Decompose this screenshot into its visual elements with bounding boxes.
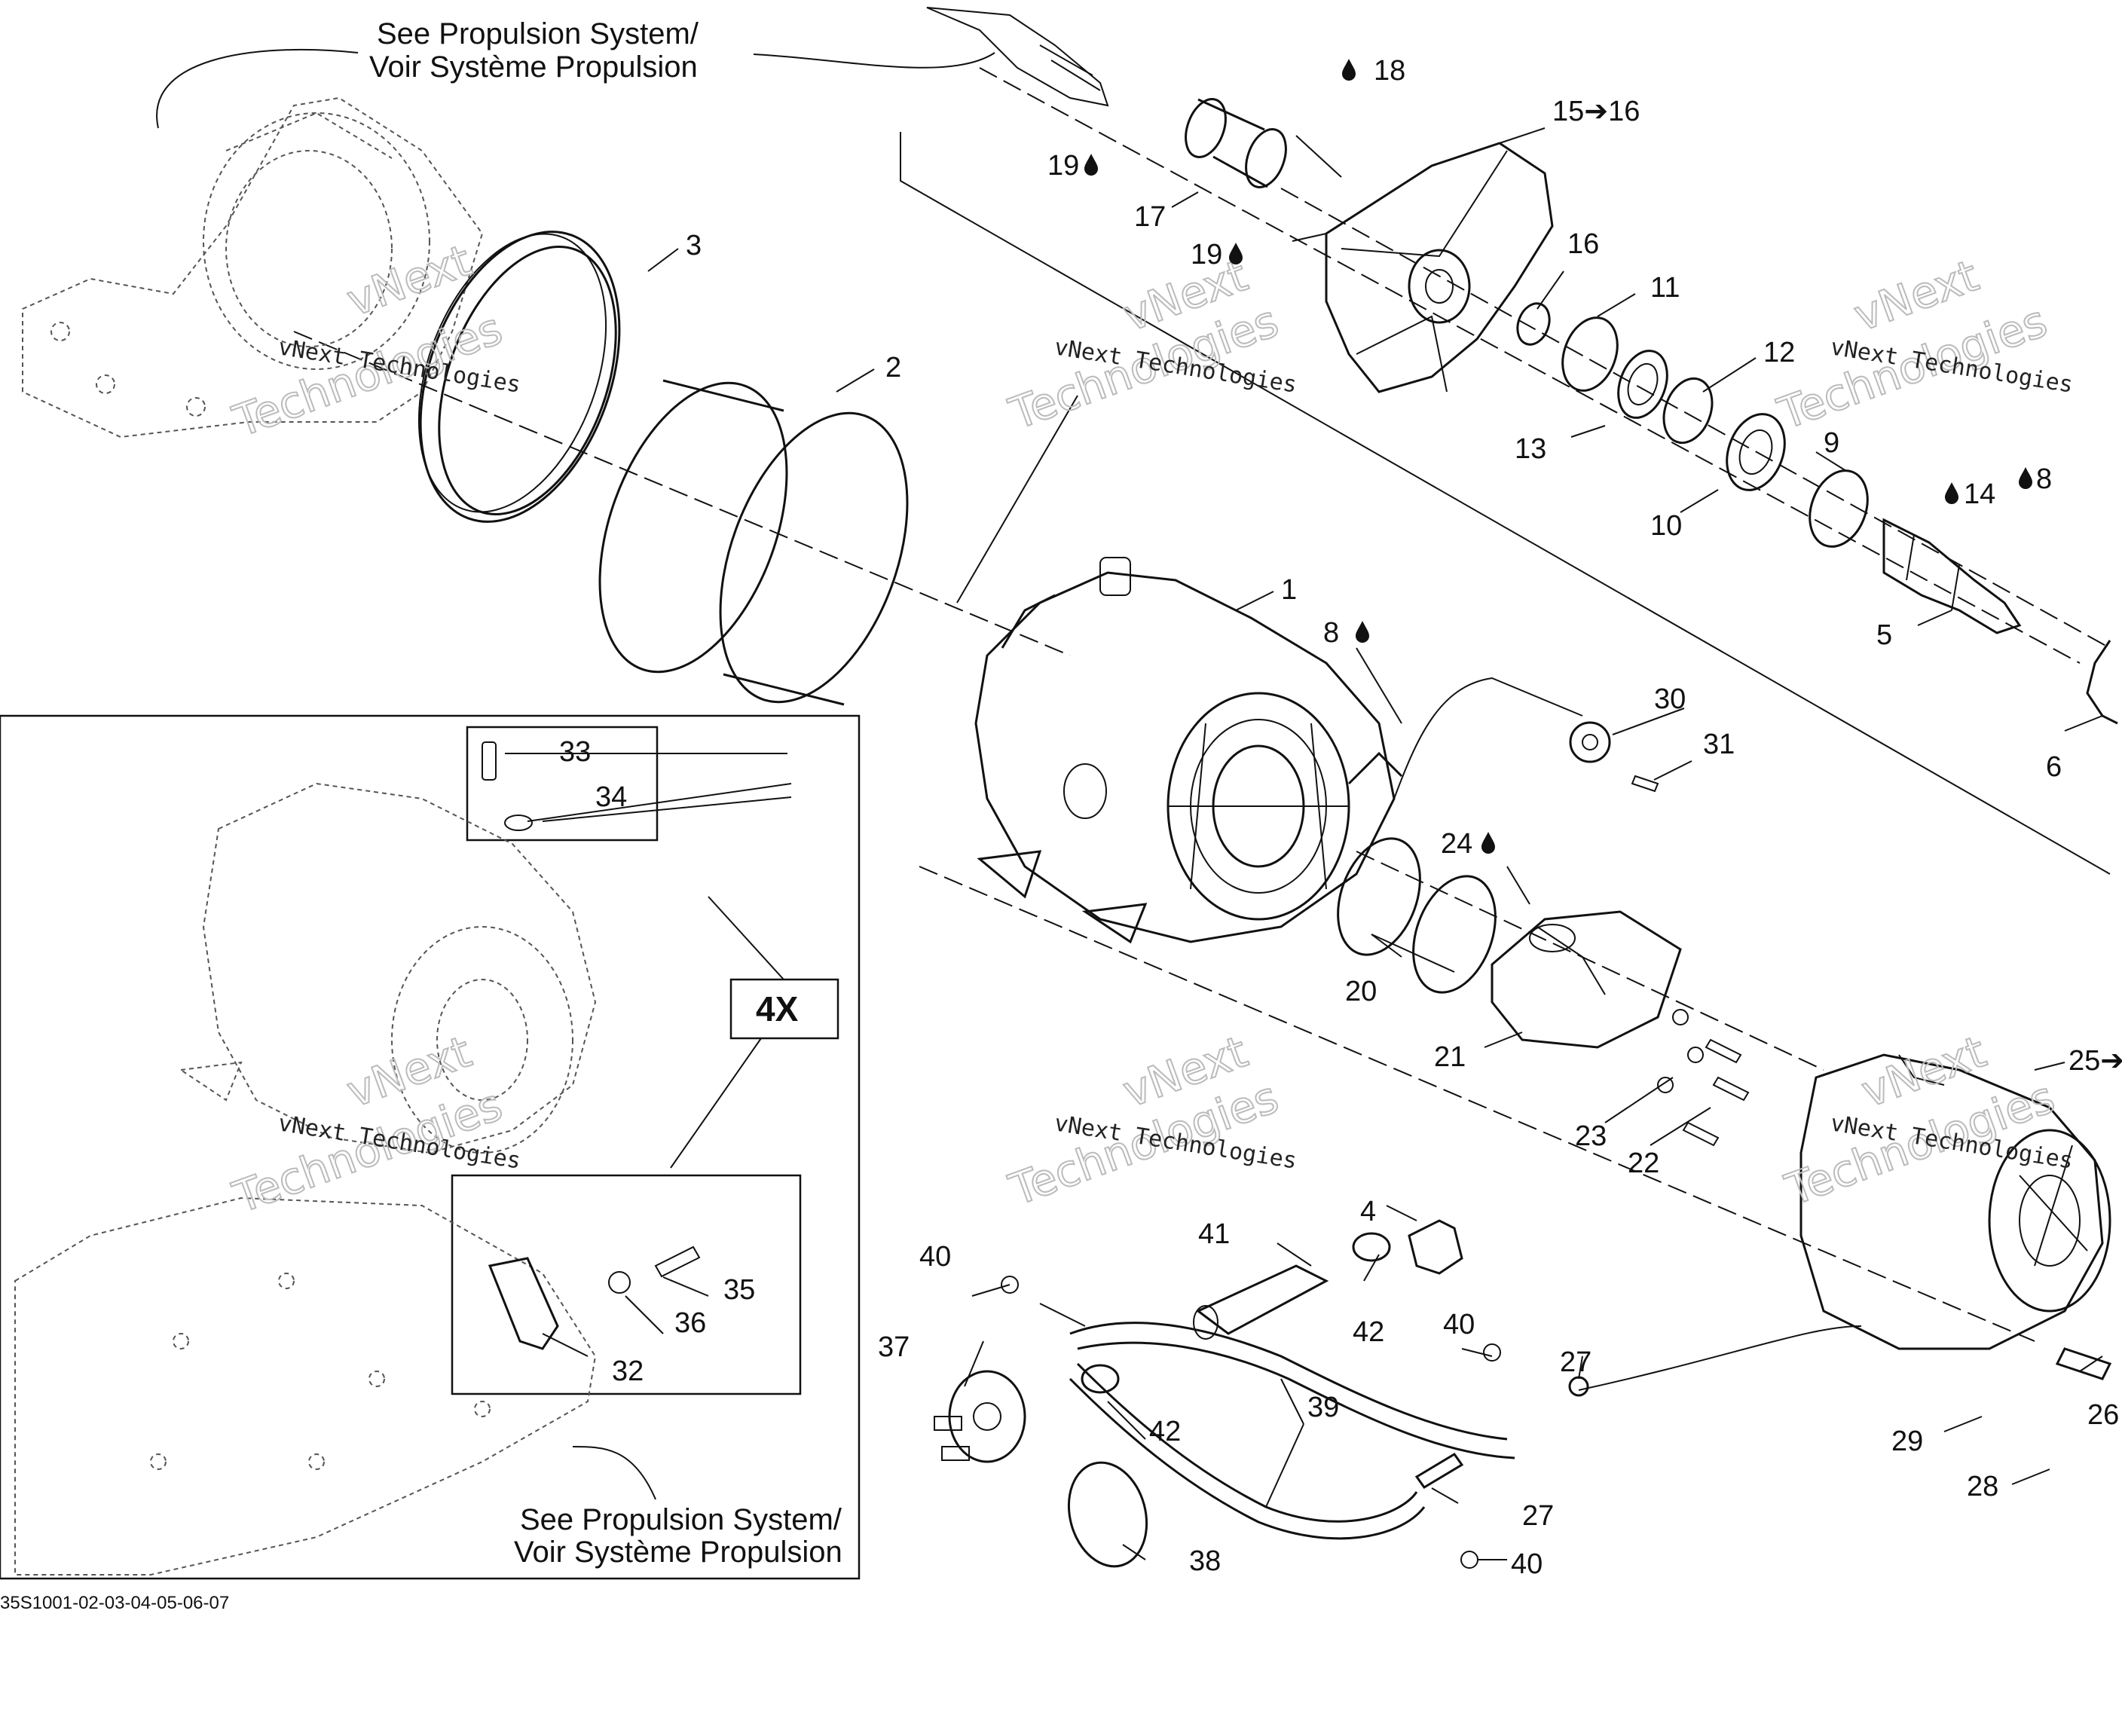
water-fitting-37 xyxy=(934,1370,1026,1463)
part-label: 36 xyxy=(674,1307,706,1339)
part-label: 40 xyxy=(919,1241,951,1273)
part-label: 21 xyxy=(1434,1041,1466,1073)
part-label: 41 xyxy=(1198,1218,1230,1250)
clamps-40-42 xyxy=(1001,1219,1501,1569)
impeller-cover-rings-20 xyxy=(1337,837,1497,994)
part-label: 16 xyxy=(1567,228,1599,260)
part-label: 39 xyxy=(1307,1392,1339,1423)
part-label: 17 xyxy=(1134,201,1166,233)
part-label: 1 xyxy=(1281,574,1297,606)
cone-part xyxy=(1491,910,1682,1049)
part-label: 27 xyxy=(1560,1346,1592,1378)
part-label: 40 xyxy=(1511,1548,1543,1580)
wear-ring-part xyxy=(598,379,909,706)
leader-lines xyxy=(156,49,2103,1560)
part-label: 20 xyxy=(1345,976,1377,1007)
oil-drop-icon xyxy=(1356,621,1369,643)
part-label: 24 xyxy=(1441,828,1472,860)
oil-drop-icon xyxy=(1945,482,1958,504)
part-label: 12 xyxy=(1763,337,1795,368)
part-label: 18 xyxy=(1374,55,1405,87)
part-label: 32 xyxy=(612,1355,644,1387)
part-label: 27 xyxy=(1522,1500,1554,1532)
pump-shaft-part xyxy=(1882,518,2022,634)
drive-shaft-ghost xyxy=(926,7,1109,107)
venturi-part xyxy=(1799,1053,2112,1380)
part-label: 6 xyxy=(2046,751,2062,783)
part-label: 35 xyxy=(723,1274,755,1306)
part-label: 13 xyxy=(1515,433,1546,465)
oil-drop-icon xyxy=(2019,467,2032,489)
part-label: 19 xyxy=(1047,150,1079,182)
part-label: 15➔16 xyxy=(1552,96,1640,127)
part-label: 19 xyxy=(1191,239,1222,270)
note-line: Voir Système Propulsion xyxy=(514,1536,842,1569)
part-label: 37 xyxy=(878,1331,910,1363)
part-label: 34 xyxy=(595,781,627,813)
propulsion-note-bottom: See Propulsion System/ Voir Système Prop… xyxy=(514,1503,842,1569)
part-label: 40 xyxy=(1443,1309,1475,1340)
oil-drop-icon xyxy=(1342,59,1356,81)
part-label: 14 xyxy=(1964,478,1995,510)
screws-washers-22-23 xyxy=(1657,1009,1750,1147)
inset-hull-ghost xyxy=(14,1197,597,1576)
oil-drop-icon xyxy=(1481,832,1495,854)
oil-drop-icons xyxy=(1084,59,2032,854)
oil-drop-icon xyxy=(1229,243,1243,264)
part-label: 5 xyxy=(1876,619,1892,651)
part-label: 2 xyxy=(885,352,901,384)
part-label: 29 xyxy=(1891,1426,1923,1457)
part-label: 10 xyxy=(1650,510,1682,542)
note-line: See Propulsion System/ xyxy=(377,17,699,50)
pump-housing-part xyxy=(974,557,1403,944)
small-rings-parts xyxy=(1516,302,1869,548)
bleed-fitting-30-31 xyxy=(1393,677,1659,799)
impeller-boot-part xyxy=(1185,98,1287,188)
part-label: 23 xyxy=(1575,1120,1607,1152)
part-label: 33 xyxy=(559,736,591,768)
part-label: 11 xyxy=(1650,272,1680,304)
note-line: Voir Système Propulsion xyxy=(369,50,698,84)
pump-support-ghost xyxy=(22,96,484,439)
part-labels: 3 2 1 8 18 15➔16 19 17 19 16 11 12 13 9 … xyxy=(559,55,2122,1580)
part-label: 8 xyxy=(2036,463,2052,495)
watermark-large: vNext xyxy=(341,234,478,326)
part-label: 25➔ xyxy=(2068,1045,2122,1077)
seal-ring-part xyxy=(417,231,621,523)
impeller-part xyxy=(1325,142,1554,393)
part-label: 22 xyxy=(1628,1148,1659,1179)
part-label: 31 xyxy=(1703,729,1735,760)
assembly-axis-lines xyxy=(293,67,2111,1342)
drawing-code: 35S1001-02-03-04-05-06-07 xyxy=(0,1593,229,1613)
part-label: 3 xyxy=(686,230,702,261)
inset-panel xyxy=(0,714,861,1580)
oil-drop-icon xyxy=(1084,154,1098,176)
part-label: 28 xyxy=(1967,1471,1998,1502)
o-ring-38 xyxy=(1067,1461,1148,1568)
inset-housing-ghost xyxy=(179,782,597,1154)
part-label: 4 xyxy=(1360,1196,1376,1227)
cover-part-6 xyxy=(2086,640,2118,725)
part-label: 26 xyxy=(2087,1399,2119,1431)
part-label: 42 xyxy=(1353,1316,1384,1348)
part-label: 42 xyxy=(1149,1416,1181,1447)
hose-assembly xyxy=(1069,1264,1589,1540)
propulsion-note-top: See Propulsion System/ Voir Système Prop… xyxy=(369,17,699,84)
part-label: 38 xyxy=(1189,1545,1221,1577)
note-line: See Propulsion System/ xyxy=(520,1503,842,1536)
part-label: 9 xyxy=(1824,427,1839,459)
watermarks: Technologies Technologies Technologies T… xyxy=(226,234,2075,1224)
quantity-label: 4X xyxy=(756,989,799,1028)
part-label: 30 xyxy=(1654,683,1686,715)
part-label: 8 xyxy=(1323,617,1339,649)
